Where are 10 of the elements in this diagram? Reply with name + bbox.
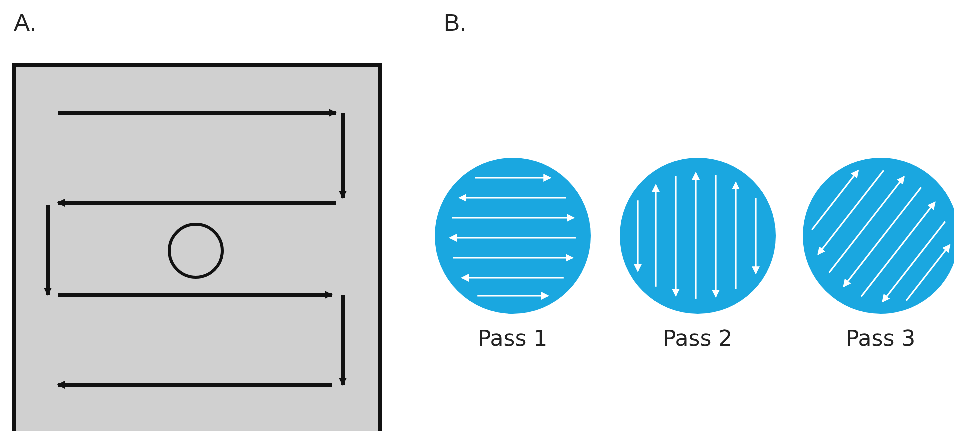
target-circle	[168, 223, 224, 279]
pass-caption: Pass 1	[478, 327, 548, 352]
surface-square	[12, 63, 382, 431]
panel-label: A.	[14, 10, 37, 38]
swab-pattern-drawing	[434, 157, 592, 315]
pass-caption: Pass 2	[663, 327, 733, 352]
swab-pattern-drawing	[802, 157, 954, 315]
panel-label: B.	[444, 10, 467, 38]
swab-pattern-drawing	[619, 157, 777, 315]
pass-caption: Pass 3	[846, 327, 916, 352]
